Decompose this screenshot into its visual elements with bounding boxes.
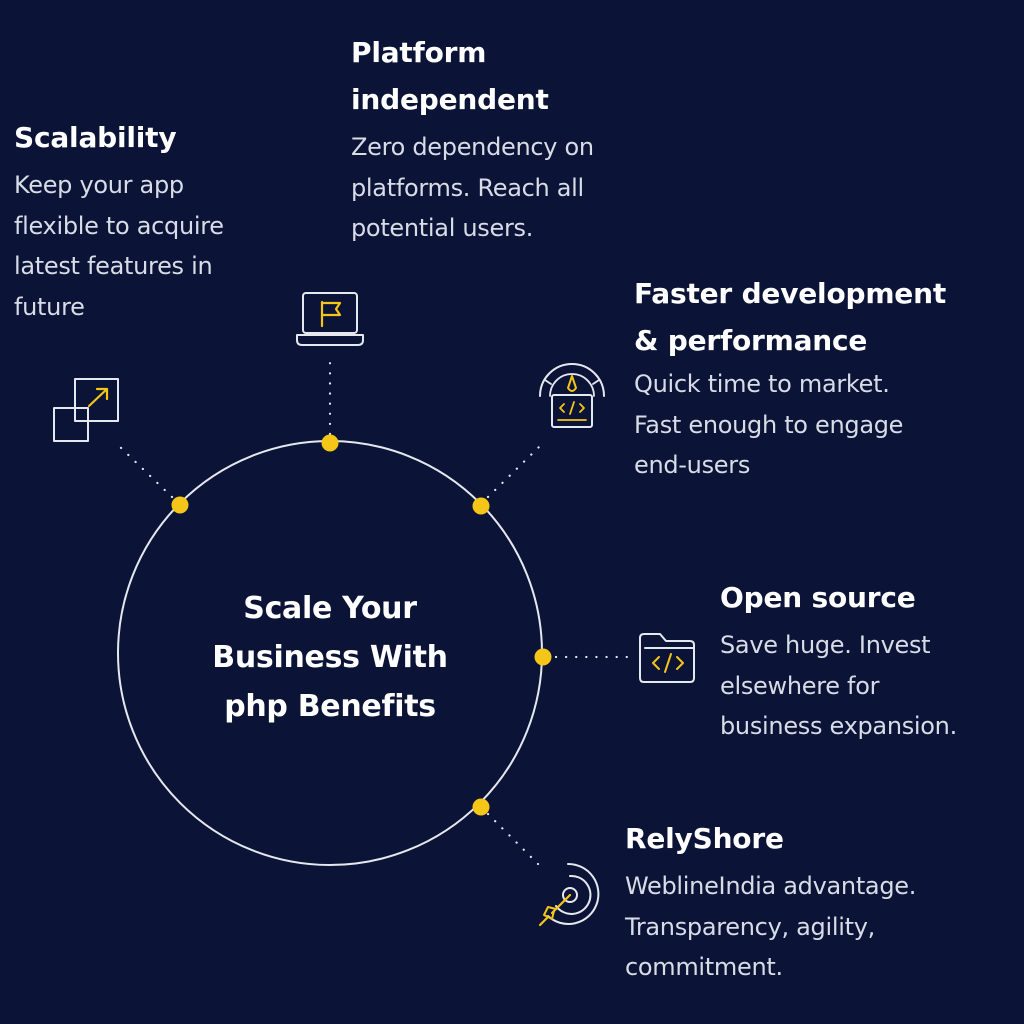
benefit-title: Scalability [14, 121, 177, 154]
benefit-scalability: Scalability Keep your app flexible to ac… [14, 114, 224, 327]
benefit-title: Platform independent [351, 36, 549, 116]
benefit-description: Zero dependency on platforms. Reach all … [351, 133, 594, 242]
benefit-relyshore: RelyShore WeblineIndia advantage. Transp… [625, 815, 916, 988]
benefit-title: RelyShore [625, 822, 784, 855]
connector-relyshore [486, 812, 540, 866]
speedometer-code-icon [539, 363, 605, 428]
dot-faster [472, 497, 490, 515]
benefit-title: Open source [720, 581, 916, 614]
benefit-open-source: Open source Save huge. Invest elsewhere … [720, 574, 957, 747]
resize-squares-icon [53, 378, 119, 442]
benefit-description: Save huge. Invest elsewhere for business… [720, 631, 957, 740]
dot-scalability [171, 496, 189, 514]
center-title-line-1: Scale Your [243, 591, 417, 626]
dot-platform [321, 434, 339, 452]
benefit-description: Keep your app flexible to acquire latest… [14, 171, 224, 321]
dot-relyshore [472, 798, 490, 816]
dot-opensource [534, 648, 552, 666]
benefit-platform-independent: Platform independent Zero dependency on … [351, 29, 594, 249]
center-title: Scale Your Business With php Benefits [190, 584, 470, 731]
connector-faster [486, 444, 542, 499]
benefit-description: WeblineIndia advantage. Transparency, ag… [625, 872, 917, 981]
target-dart-icon [538, 862, 600, 927]
center-title-line-2: Business With [212, 640, 448, 675]
benefit-description: Quick time to market. Fast enough to eng… [634, 370, 904, 479]
folder-code-icon [639, 633, 695, 683]
benefit-faster-development: Faster development & performance Quick t… [634, 270, 946, 486]
laptop-flag-icon [296, 292, 364, 346]
connector-scalability [116, 443, 174, 499]
benefit-title: Faster development & performance [634, 277, 947, 357]
center-title-line-3: php Benefits [224, 689, 436, 724]
